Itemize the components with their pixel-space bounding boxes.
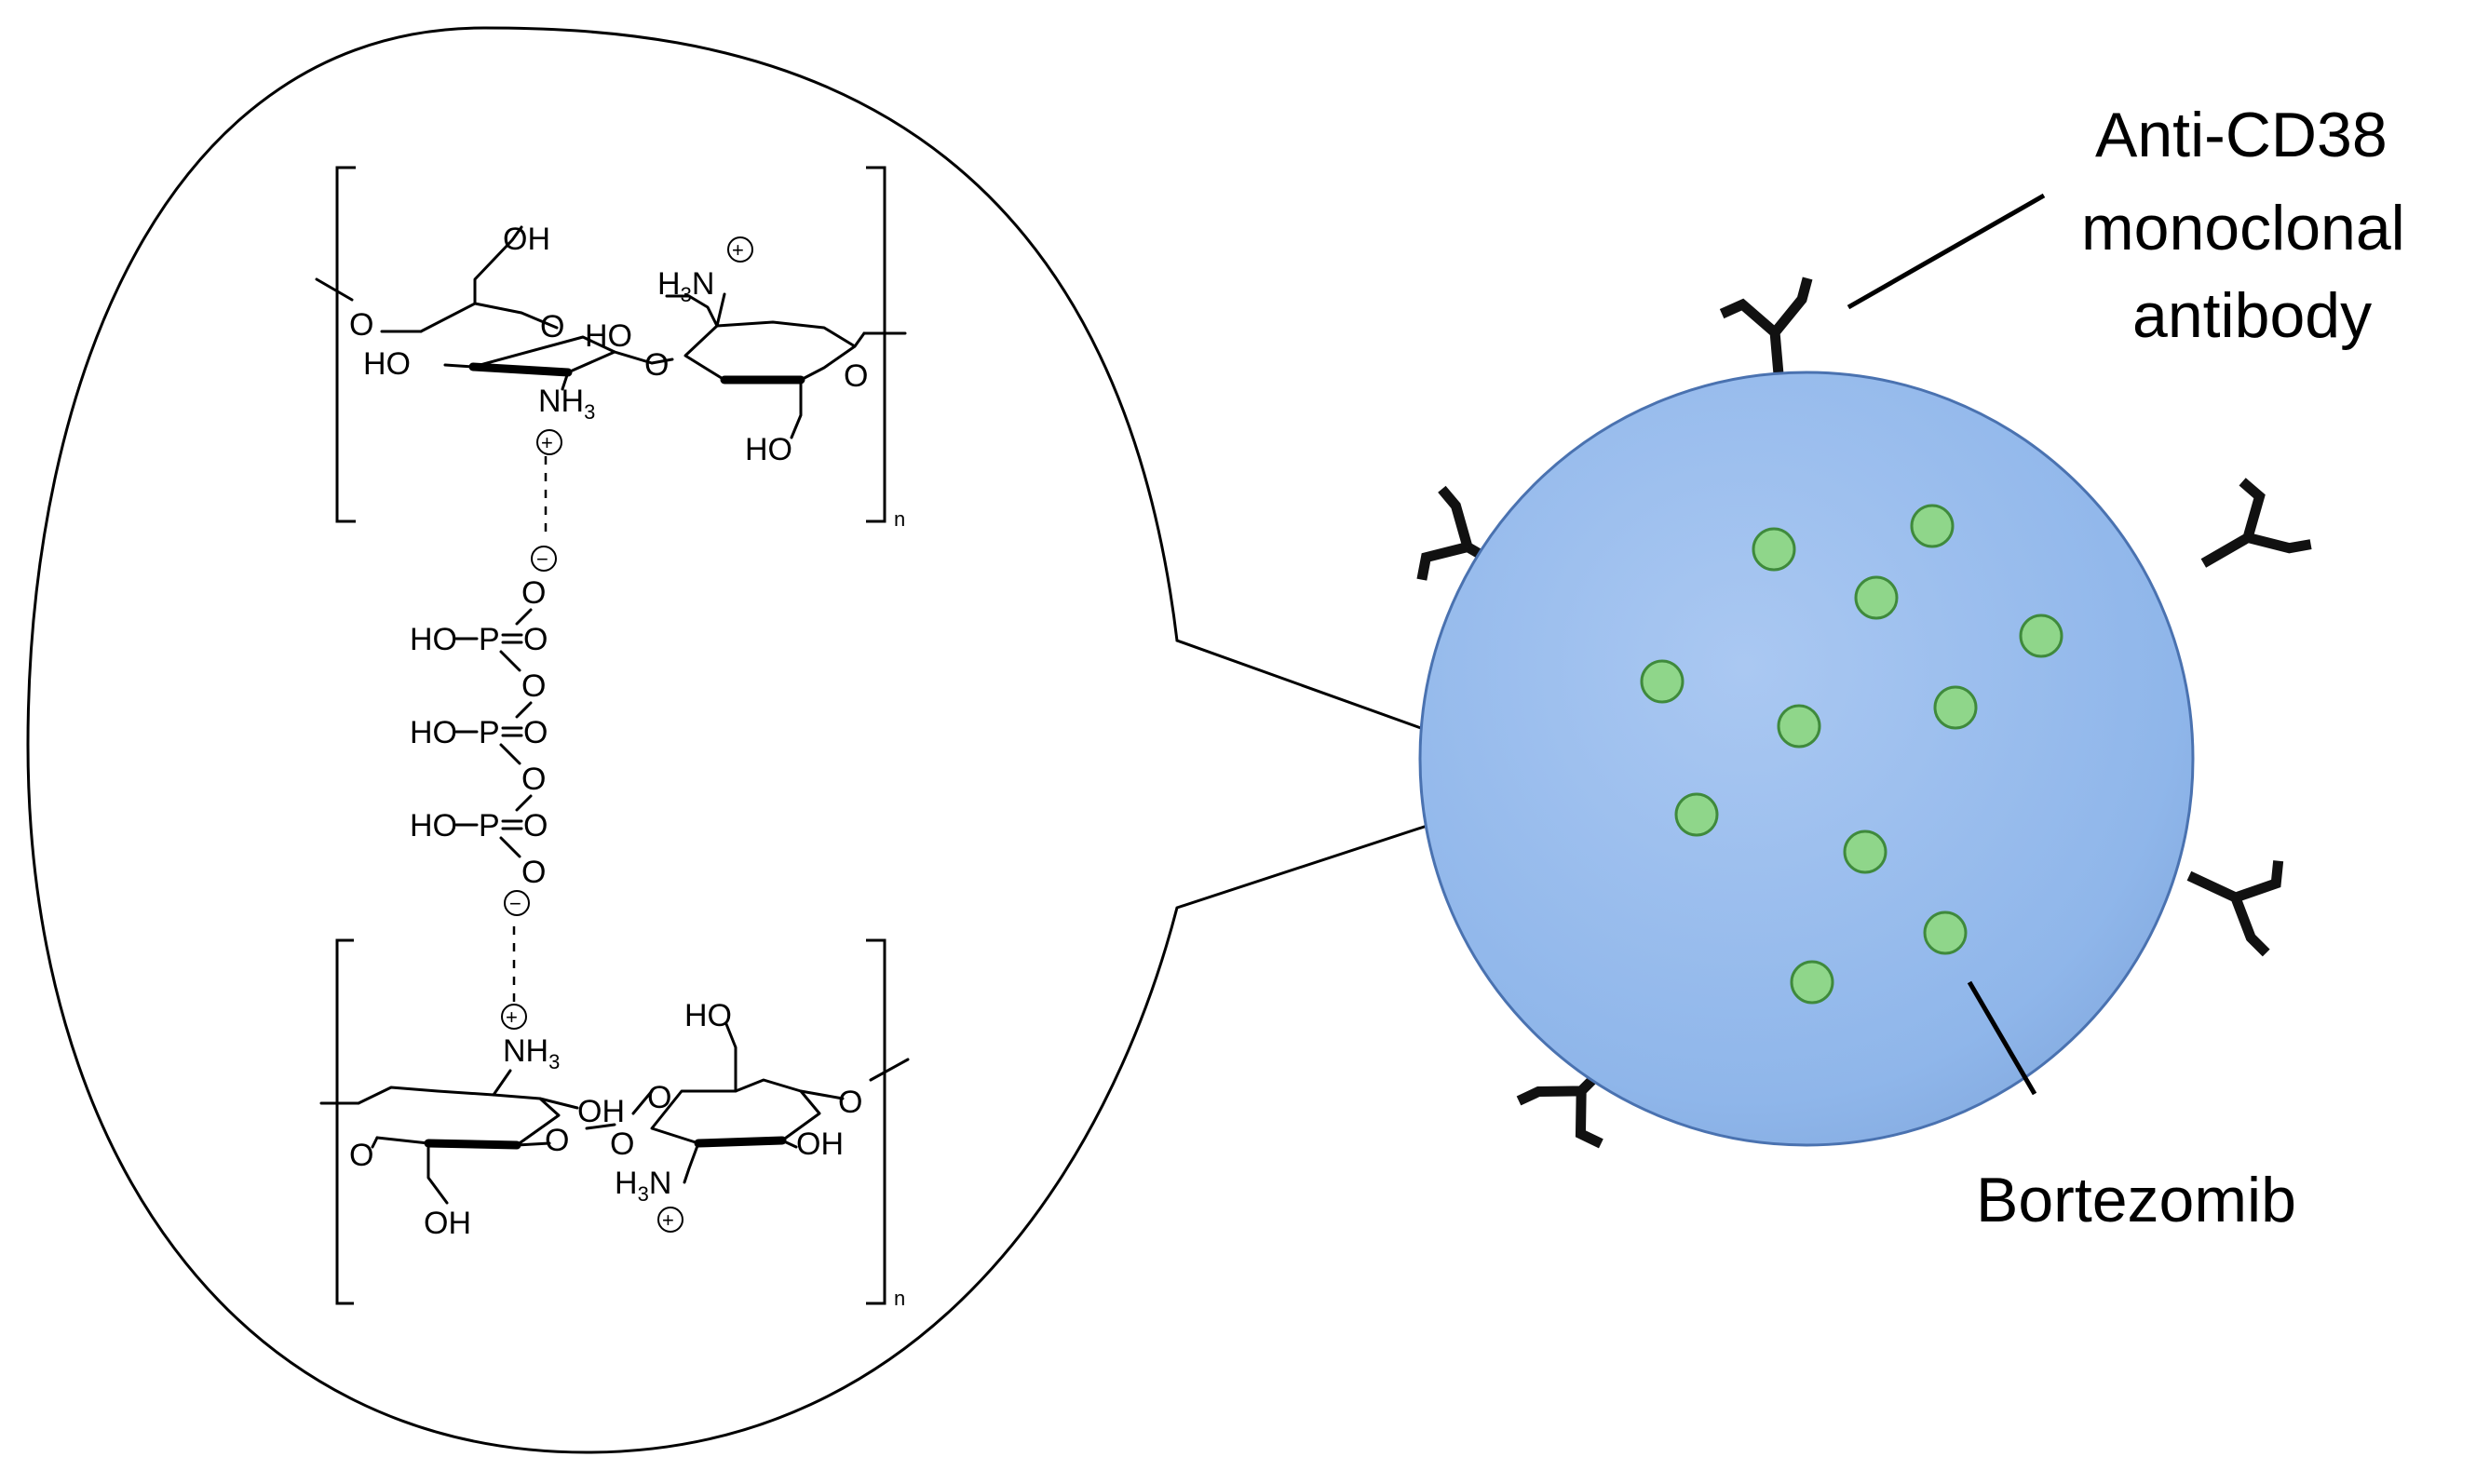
atom-HO-ring-junction: HO: [585, 318, 632, 354]
atom-O-ring1: O: [540, 309, 564, 344]
atom-NH3-lower: NH3: [503, 1033, 560, 1073]
label-antibody-line3: antibody: [2132, 280, 2372, 351]
charge-minus-upper: −: [536, 547, 548, 571]
atom-O-tpp-end: O: [521, 855, 546, 890]
bortezomib-dot: [1923, 911, 1968, 955]
atom-O-tpp-1: O: [521, 575, 546, 611]
bortezomib-dot: [1640, 659, 1684, 704]
label-antibody-line1: Anti-CD38: [2095, 100, 2388, 170]
atom-O-double-P3: O: [523, 808, 548, 843]
atom-OH-c3-ring4: OH: [796, 1126, 844, 1162]
bortezomib-dot: [2019, 614, 2063, 658]
atom-O-glycosidic-lower: O: [545, 1123, 569, 1158]
bortezomib-dot: [1752, 527, 1796, 572]
charge-minus-lower: −: [509, 892, 521, 915]
bortezomib-dot: [1790, 960, 1834, 1005]
atom-P3: P: [479, 808, 500, 843]
nanoparticle: [1416, 277, 2312, 1149]
charge-plus-lower: +: [506, 1005, 518, 1029]
bracket-right-upper: [866, 166, 886, 523]
antibody-leader-line: [1847, 193, 2046, 310]
atom-O-bridge-1: O: [521, 668, 546, 704]
subscript-n-upper: n: [894, 507, 905, 531]
bortezomib-dot: [1910, 504, 1955, 548]
bortezomib-leader-line: [1967, 980, 2037, 1096]
bracket-right-lower: [866, 938, 886, 1305]
atom-O-ring4: O: [647, 1080, 671, 1115]
glucosamine-ring-4: [631, 1078, 821, 1145]
subscript-n-lower: n: [894, 1287, 905, 1310]
charge-plus-upper-right: +: [732, 238, 744, 262]
bortezomib-dot: [1933, 685, 1978, 730]
atom-P1: P: [479, 622, 500, 657]
atom-HO-c3-upper: HO: [363, 346, 411, 382]
atom-H3N-upper: H3N: [657, 266, 714, 306]
bortezomib-dot: [1674, 792, 1719, 837]
magnification-callout: [26, 26, 1571, 1454]
atom-O-link-upper: O: [349, 307, 373, 343]
atom-OH-c6-upper: OH: [503, 222, 550, 257]
atom-O-glycosidic-upper: O: [644, 347, 669, 383]
atom-HO-c6-ring4: HO: [684, 998, 732, 1033]
bracket-left-upper: [335, 166, 356, 523]
label-antibody-line2: monoclonal: [2081, 193, 2405, 263]
bortezomib-dot: [1843, 830, 1887, 874]
charge-plus-lower-right: +: [662, 1208, 674, 1232]
atom-HO-P3: HO: [410, 808, 457, 843]
atom-O-link-lower: O: [610, 1126, 634, 1162]
atom-HO-P1: HO: [410, 622, 457, 657]
label-bortezomib: Bortezomib: [1976, 1165, 2296, 1235]
bracket-left-lower: [335, 938, 354, 1305]
chitosan-upper-unit: n O OH HO O HO NH3 O H3N O HO +: [315, 166, 907, 531]
antibody-y-shape: [2186, 860, 2284, 957]
atom-O-ring3: O: [349, 1138, 373, 1173]
atom-O-chain-lower: O: [838, 1085, 862, 1120]
atom-OH-c6-ring3: OH: [424, 1206, 471, 1241]
nanoparticle-sphere: [1418, 371, 2195, 1147]
antibody-y-shape: [2200, 478, 2312, 568]
atom-O-bridge-2: O: [521, 762, 546, 797]
tripolyphosphate: − O HO P O O HO P O O HO P O O −: [410, 546, 557, 916]
charge-plus-upper: +: [541, 431, 553, 454]
atom-P2: P: [479, 715, 500, 750]
atom-O-double-P2: O: [523, 715, 548, 750]
bortezomib-dot-group: [1640, 504, 2063, 1005]
bortezomib-dot: [1777, 704, 1821, 749]
atom-H3N-lower: H3N: [615, 1166, 671, 1206]
chitosan-lower-unit: n + NH3 O OH O HO O O OH O OH H3N: [319, 938, 910, 1310]
bortezomib-dot: [1854, 575, 1899, 620]
atom-OH-c3-lower: OH: [577, 1094, 625, 1129]
atom-HO-c6-ring2: HO: [745, 432, 792, 467]
atom-O-double-P1: O: [523, 622, 548, 657]
atom-NH3-upper: NH3: [538, 384, 595, 424]
atom-O-ring2: O: [844, 358, 868, 394]
atom-HO-P2: HO: [410, 715, 457, 750]
